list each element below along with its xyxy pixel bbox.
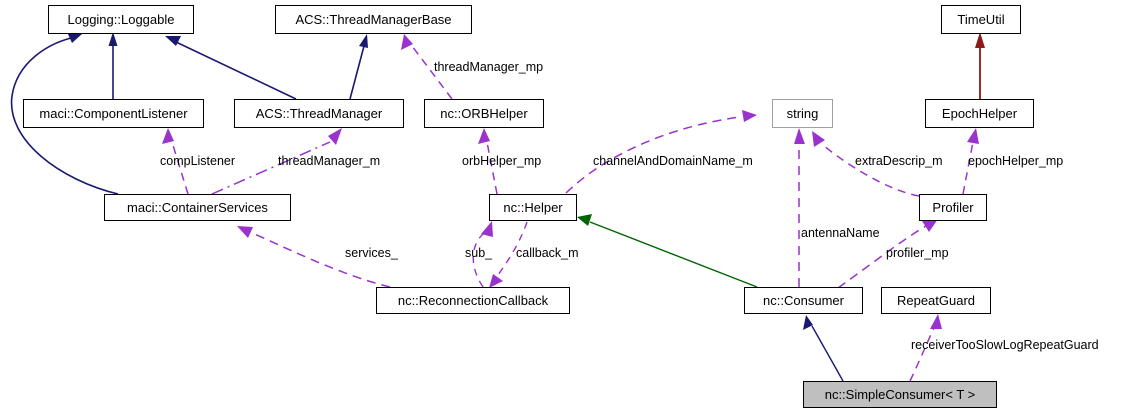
node-label: Profiler xyxy=(932,200,974,215)
node-label: string xyxy=(786,106,819,121)
node-nc-orbhelper[interactable]: nc::ORBHelper xyxy=(424,99,544,128)
edge-helper-to-consumer-usage xyxy=(577,214,758,288)
node-label: maci::ContainerServices xyxy=(127,200,268,215)
edge-label-complistener: compListener xyxy=(160,154,236,168)
node-label: maci::ComponentListener xyxy=(39,106,188,121)
node-label: RepeatGuard xyxy=(896,293,976,308)
edge-threadmanager-to-threadmanagerbase xyxy=(349,34,368,100)
node-epochhelper[interactable]: EpochHelper xyxy=(925,99,1034,128)
edge-threadmanager-to-loggable xyxy=(165,36,297,100)
edge-componentlistener-to-loggable xyxy=(108,32,118,99)
node-label: ACS::ThreadManagerBase xyxy=(295,12,452,27)
node-label: nc::ORBHelper xyxy=(440,106,528,121)
edge-simpleconsumer-to-consumer xyxy=(803,315,844,382)
edge-containerservices-to-loggable xyxy=(10,32,119,195)
node-label: Logging::Loggable xyxy=(67,12,175,27)
node-profiler[interactable]: Profiler xyxy=(919,194,987,221)
node-label: nc::Helper xyxy=(503,200,563,215)
node-nc-consumer[interactable]: nc::Consumer xyxy=(744,287,863,314)
node-maci-componentlistener[interactable]: maci::ComponentListener xyxy=(23,99,204,128)
edge-label-orbhelper-mp: orbHelper_mp xyxy=(462,154,542,168)
edge-helper-to-reconnectioncallback xyxy=(489,221,528,288)
edge-label-channelanddomainname-m: channelAndDomainName_m xyxy=(593,154,753,168)
edge-label-profiler-mp: profiler_mp xyxy=(886,246,949,260)
node-logging-loggable[interactable]: Logging::Loggable xyxy=(48,5,194,34)
node-nc-helper[interactable]: nc::Helper xyxy=(489,194,577,221)
edge-label-services: services_ xyxy=(345,246,398,260)
edge-reconnectioncallback-to-containerservices xyxy=(237,226,391,288)
edge-label-sub: sub_ xyxy=(465,246,493,260)
edge-label-receivertooslowlogrepeatguard: receiverTooSlowLogRepeatGuard xyxy=(911,338,1099,352)
edge-profiler-to-epochhelper xyxy=(962,128,979,195)
edge-containerservices-to-componentlistener xyxy=(162,128,189,195)
edge-reconnectioncallback-to-helper xyxy=(472,221,493,288)
node-nc-reconnectioncallback[interactable]: nc::ReconnectionCallback xyxy=(376,287,570,314)
node-nc-simpleconsumer[interactable]: nc::SimpleConsumer< T > xyxy=(803,381,997,408)
edge-containerservices-to-threadmanager xyxy=(211,128,342,195)
edge-label-extradescrip-m: extraDescrip_m xyxy=(855,154,943,168)
edge-profiler-to-string-extradescrip xyxy=(812,131,920,197)
edge-helper-to-string-channel xyxy=(565,110,757,194)
edge-simpleconsumer-to-repeatguard xyxy=(909,314,942,382)
node-label: nc::ReconnectionCallback xyxy=(397,293,549,308)
node-maci-containerservices[interactable]: maci::ContainerServices xyxy=(104,194,291,221)
node-label: EpochHelper xyxy=(941,106,1018,121)
node-label: nc::Consumer xyxy=(763,293,844,308)
edge-label-callback-m: callback_m xyxy=(516,246,579,260)
edge-label-antennaname: antennaName xyxy=(801,226,880,240)
node-repeatguard[interactable]: RepeatGuard xyxy=(881,287,991,314)
node-acs-threadmanager[interactable]: ACS::ThreadManager xyxy=(234,99,404,128)
node-timeutil[interactable]: TimeUtil xyxy=(941,5,1021,34)
edge-label-threadmanager-mp: threadManager_mp xyxy=(434,60,544,74)
edge-orbhelper-to-threadmanagerbase xyxy=(401,34,453,100)
edge-helper-to-orbhelper xyxy=(478,128,498,195)
node-string[interactable]: string xyxy=(772,99,833,128)
node-acs-threadmanagerbase[interactable]: ACS::ThreadManagerBase xyxy=(275,5,472,34)
edge-label-epochhelper-mp: epochHelper_mp xyxy=(968,154,1064,168)
node-label: TimeUtil xyxy=(957,12,1005,27)
node-label: ACS::ThreadManager xyxy=(255,106,383,121)
edge-label-threadmanager-m: threadManager_m xyxy=(278,154,381,168)
node-label: nc::SimpleConsumer< T > xyxy=(824,387,976,402)
edge-consumer-to-profiler xyxy=(837,219,938,289)
edge-consumer-to-string-antennaname xyxy=(794,128,805,287)
edge-epochhelper-to-timeutil xyxy=(975,32,985,99)
